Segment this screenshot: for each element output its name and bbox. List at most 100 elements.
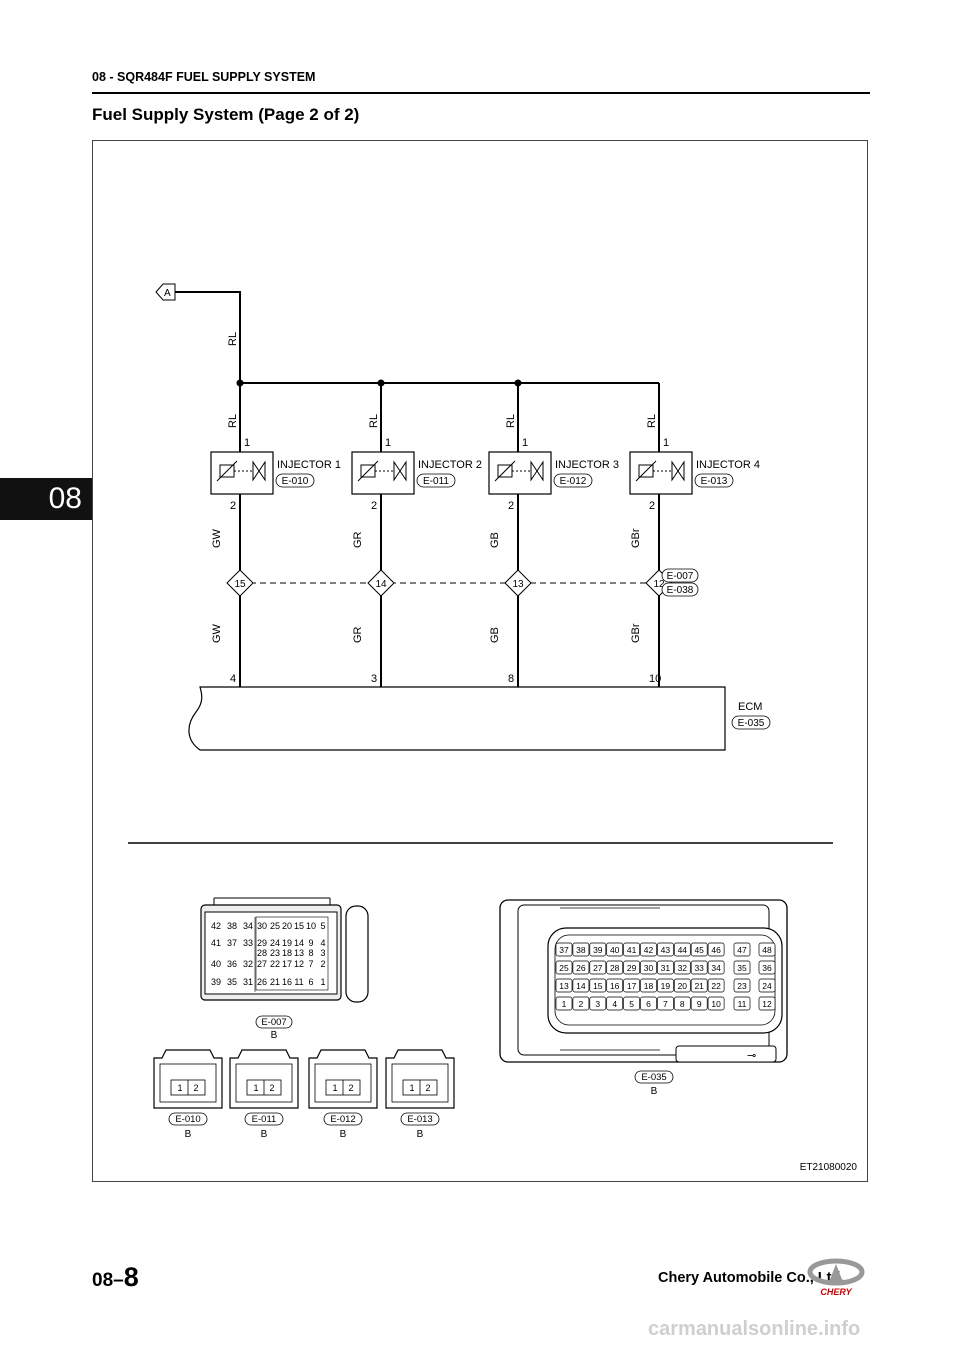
e007-pin: 16	[282, 977, 292, 987]
ecm-code: E-035	[738, 718, 765, 729]
e035-pin-cell	[589, 942, 607, 957]
e007-pin: 1	[320, 977, 325, 987]
section-header: 08 - SQR484F FUEL SUPPLY SYSTEM	[92, 70, 316, 84]
e035-pin-cell	[657, 996, 674, 1011]
e007-pin: 28	[257, 948, 267, 958]
e035-pin: 36	[762, 963, 772, 973]
injector-code: E-011	[423, 476, 449, 487]
e035-pin-cell	[606, 996, 624, 1011]
small-pin: 1	[409, 1083, 414, 1093]
connector-e007-body	[200, 897, 369, 1003]
e035-pin-cell	[673, 978, 691, 993]
e035-pin-cell	[690, 978, 708, 993]
e035-pin: 6	[646, 999, 651, 1009]
small-sub: B	[340, 1129, 347, 1140]
pin-top: 1	[663, 437, 669, 449]
junction-code-badges: E-007 E-038	[661, 568, 699, 597]
e035-pin: 34	[711, 963, 721, 973]
e007-pin: 27	[257, 959, 267, 969]
e035-pin-cell	[623, 942, 640, 957]
diagram-frame	[92, 140, 868, 1182]
e035-pin-cell	[572, 960, 590, 975]
e035-pin: 30	[644, 963, 654, 973]
e007-pin: 3	[320, 948, 325, 958]
injector-name: INJECTOR 2	[418, 459, 482, 471]
e007-sub: B	[271, 1030, 278, 1041]
small-code: E-012	[330, 1114, 355, 1125]
e007-pin: 32	[243, 959, 253, 969]
small-pin: 2	[193, 1083, 198, 1093]
pin-bottom: 2	[508, 500, 514, 512]
coil-stroke	[357, 460, 379, 482]
e035-pin: 20	[678, 981, 688, 991]
small-pin: 1	[177, 1083, 182, 1093]
e007-grid-frame	[255, 916, 329, 991]
e035-pin-cell	[758, 978, 776, 993]
injector-name: INJECTOR 3	[555, 459, 619, 471]
e035-pin-cell	[733, 960, 751, 975]
injector-code: E-012	[560, 476, 587, 487]
small-code: E-010	[175, 1114, 200, 1125]
injector-name: INJECTOR 4	[696, 459, 760, 471]
wire-label-top: RL	[505, 414, 517, 428]
injector-box	[629, 451, 693, 495]
e035-pin-cell	[606, 960, 624, 975]
e007-pin: 11	[294, 977, 303, 987]
junction-diamond	[367, 569, 395, 597]
page-title: Fuel Supply System (Page 2 of 2)	[92, 105, 360, 124]
e007-pin: 17	[282, 959, 292, 969]
small-connector-inner	[235, 1063, 293, 1103]
e035-pin: 32	[678, 963, 688, 973]
e035-pin-cell	[690, 996, 708, 1011]
feed-wire-label: RL	[227, 332, 239, 346]
e007-pin: 15	[294, 921, 304, 931]
e035-pin: 12	[762, 999, 772, 1009]
e035-pin-cell	[555, 978, 573, 993]
e035-pin-cell	[733, 942, 751, 957]
wire-label-low: GW	[211, 623, 223, 643]
e035-pin-cell	[758, 960, 776, 975]
small-sub: B	[261, 1129, 268, 1140]
e007-pin: 7	[308, 959, 313, 969]
e035-pin-cell	[690, 960, 708, 975]
wire-label-low: GB	[489, 627, 501, 643]
injector-code-badge	[416, 473, 456, 488]
e035-pin: 25	[559, 963, 569, 973]
e007-pin: 23	[270, 948, 280, 958]
small-code-badge	[168, 1112, 208, 1126]
e007-pin: 37	[227, 938, 237, 948]
small-pin: 2	[425, 1083, 430, 1093]
e035-pin: 43	[661, 945, 671, 955]
e035-pin: 22	[711, 981, 721, 991]
e007-pin: 8	[308, 948, 313, 958]
e007-pin: 6	[308, 977, 313, 987]
small-code-badge	[244, 1112, 284, 1126]
e007-pin: 30	[257, 921, 267, 931]
injector-box	[351, 451, 415, 495]
e035-pin: 10	[711, 999, 721, 1009]
e007-pin: 12	[294, 959, 304, 969]
valve-symbol	[393, 460, 407, 482]
e007-pin: 13	[294, 948, 304, 958]
e035-pin: 46	[711, 945, 721, 955]
e007-pin: 29	[257, 938, 267, 948]
e035-pin-cell	[673, 996, 691, 1011]
e007-pin: 9	[308, 938, 313, 948]
e035-pin: 29	[627, 963, 637, 973]
junction-code-1: E-007	[667, 571, 694, 582]
e035-pin-cell	[657, 978, 674, 993]
e007-pin: 42	[211, 921, 221, 931]
small-sub: B	[417, 1129, 424, 1140]
injector-box	[210, 451, 274, 495]
e035-pin-cell	[657, 960, 674, 975]
e035-pin-cell	[623, 960, 640, 975]
ecm-label: ECM	[738, 701, 762, 713]
e035-pin-cell	[707, 978, 725, 993]
e035-pin-cell	[690, 942, 708, 957]
e035-pin-cell	[673, 960, 691, 975]
section-tab[interactable]: 08	[0, 478, 92, 520]
valve-symbol	[530, 460, 544, 482]
e035-pin-cell	[640, 978, 657, 993]
